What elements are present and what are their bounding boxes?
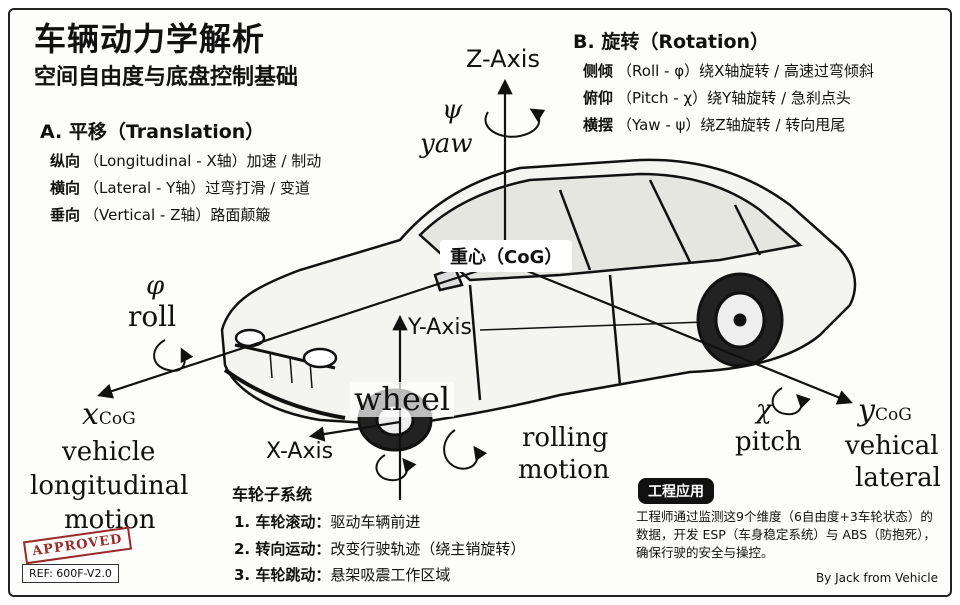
rotation-row-yaw: 横摆（Yaw - ψ）绕Z轴旋转 / 转向甩尾 <box>583 117 845 134</box>
wheel-system-row: 3. 车轮跳动：悬架吸震工作区域 <box>234 567 450 584</box>
wheel-system-row: 1. 车轮滚动：驱动车辆前进 <box>234 514 420 531</box>
rolling-rotation-arrow <box>443 429 488 470</box>
page-subtitle: 空间自由度与底盘控制基础 <box>34 65 299 90</box>
wheel-label: wheel <box>350 381 455 418</box>
rolling-label-2: motion <box>518 455 610 485</box>
rotation-arrows <box>153 108 811 482</box>
center-of-gravity-label: 重心（CoG） <box>440 240 573 272</box>
cog-axes <box>97 78 853 405</box>
translation-row-longitudinal: 纵向（Longitudinal - X轴）加速 / 制动 <box>50 153 321 170</box>
rotation-desc: （Roll - φ）绕X轴旋转 / 高速过弯倾斜 <box>617 62 874 80</box>
wheel-system-term: 1. 车轮滚动： <box>234 513 331 531</box>
wheel-system-term: 3. 车轮跳动： <box>234 566 331 584</box>
wheel-system-term: 2. 转向运动： <box>234 540 331 558</box>
psi-symbol: ψ <box>442 95 463 125</box>
rotation-desc: （Yaw - ψ）绕Z轴旋转 / 转向甩尾 <box>617 116 846 134</box>
pitch-rotation-arrow <box>771 387 811 416</box>
x-desc-line-2: longitudinal <box>30 471 189 501</box>
yaw-label: yaw <box>420 129 473 159</box>
translation-term: 垂向 <box>50 206 81 224</box>
wheel-system-row: 2. 转向运动：改变行驶轨迹（绕主销旋转） <box>234 541 525 558</box>
reference-code: REF: 600F-V2.0 <box>22 564 119 583</box>
y-cog-sub: CoG <box>874 405 912 425</box>
x-desc-line-3: motion <box>64 505 156 535</box>
translation-desc: （Longitudinal - X轴）加速 / 制动 <box>84 152 322 170</box>
phi-symbol: φ <box>146 271 165 301</box>
rotation-desc: （Pitch - χ）绕Y轴旋转 / 急刹点头 <box>617 89 851 107</box>
x-desc-line-1: vehicle <box>62 437 156 467</box>
wheel-x-axis-label: X-Axis <box>266 439 334 464</box>
chi-symbol: χ <box>756 395 772 425</box>
rotation-term: 俯仰 <box>583 89 614 107</box>
byline: By Jack from Vehicle <box>815 571 938 585</box>
wheel-steer-rotation-arrow <box>375 454 417 482</box>
x-cog-main: x <box>82 397 99 432</box>
translation-term: 纵向 <box>50 152 81 170</box>
pitch-label: pitch <box>735 427 802 457</box>
rotation-row-roll: 侧倾（Roll - φ）绕X轴旋转 / 高速过弯倾斜 <box>583 63 874 80</box>
engineering-badge: 工程应用 <box>638 478 714 504</box>
wheel-y-axis-label: Y-Axis <box>408 315 472 340</box>
wheel-system-desc: 悬架吸震工作区域 <box>330 566 451 584</box>
y-cog-main: y <box>858 393 875 428</box>
y-desc-line-1: vehical <box>845 431 939 461</box>
z-axis-label: Z-Axis <box>466 45 540 73</box>
rotation-term: 侧倾 <box>583 62 614 80</box>
translation-row-lateral: 横向（Lateral - Y轴）过弯打滑 / 变道 <box>50 180 310 197</box>
y-axis-line <box>504 260 853 405</box>
rotation-row-pitch: 俯仰（Pitch - χ）绕Y轴旋转 / 急刹点头 <box>583 90 851 107</box>
rotation-heading: B. 旋转（Rotation） <box>573 31 770 53</box>
x-cog-label: xCoG <box>82 398 136 431</box>
y-desc-line-2: lateral <box>855 463 941 493</box>
translation-desc: （Lateral - Y轴）过弯打滑 / 变道 <box>84 179 310 197</box>
wheel-x-axis-line <box>308 420 401 442</box>
y-cog-label: yCoG <box>858 394 912 427</box>
x-cog-sub: CoG <box>98 409 136 429</box>
wheel-system-heading: 车轮子系统 <box>232 485 313 504</box>
roll-label: roll <box>128 300 177 333</box>
engineering-text: 工程师通过监测这9个维度（6自由度+3车轮状态）的数据，开发 ESP（车身稳定系… <box>636 509 936 561</box>
x-axis-line <box>97 260 506 399</box>
wheel-system-desc: 驱动车辆前进 <box>330 513 421 531</box>
yaw-rotation-arrow <box>484 108 546 138</box>
rolling-label-1: rolling <box>522 423 609 453</box>
rotation-term: 横摆 <box>583 116 614 134</box>
wheel-system-desc: 改变行驶轨迹（绕主销旋转） <box>330 540 526 558</box>
translation-heading: A. 平移（Translation） <box>40 121 265 143</box>
translation-term: 横向 <box>50 179 81 197</box>
translation-desc: （Vertical - Z轴）路面颠簸 <box>84 206 271 224</box>
roll-rotation-arrow <box>153 339 194 372</box>
translation-row-vertical: 垂向（Vertical - Z轴）路面颠簸 <box>50 207 270 224</box>
page-title: 车辆动力学解析 <box>34 20 266 58</box>
